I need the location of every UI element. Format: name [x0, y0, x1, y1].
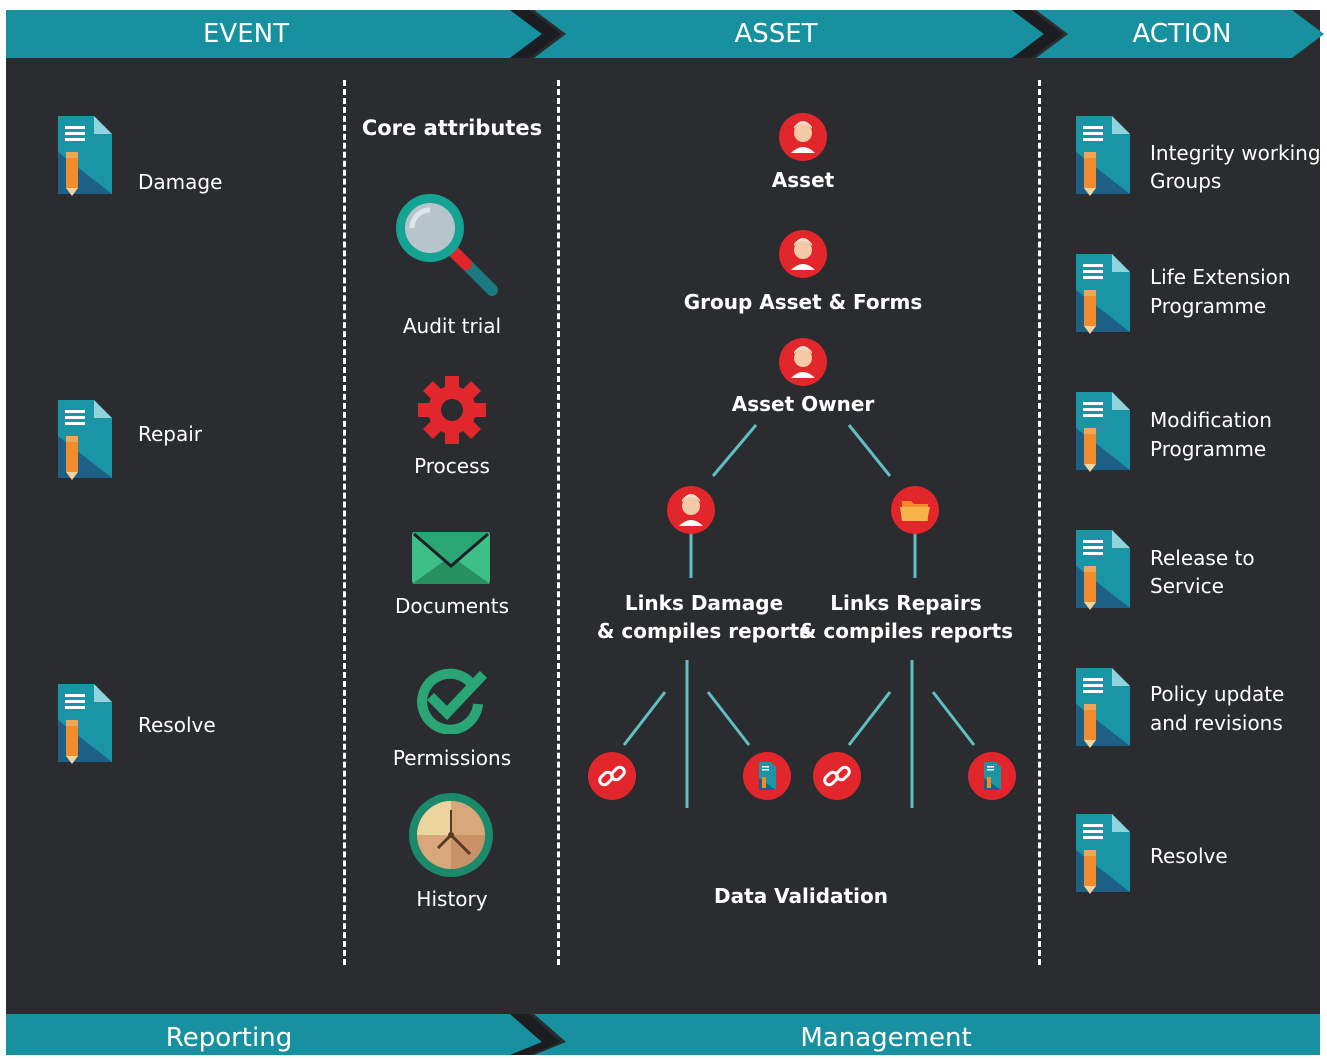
event-label: Damage [138, 170, 223, 194]
event-label: Repair [138, 422, 203, 446]
link-icon [813, 752, 861, 800]
check-circle-icon [417, 668, 488, 734]
core-item-label: Process [414, 454, 490, 478]
footer-reporting: Reporting [165, 1023, 293, 1053]
envelope-icon [412, 532, 490, 584]
action-label-line2: and revisions [1150, 711, 1283, 735]
document-pencil-icon [58, 684, 112, 764]
action-label-line2: Programme [1150, 437, 1267, 461]
links-repairs-line2: & compiles reports [798, 619, 1014, 643]
core-attributes-title: Core attributes [361, 116, 543, 140]
action-label-line1: Modification [1150, 408, 1272, 432]
header-arrows [6, 10, 1324, 58]
action-label-line1: Policy update [1150, 682, 1285, 706]
gear-icon [418, 376, 486, 444]
action-label-line1: Release to [1150, 546, 1255, 570]
action-label-line1: Integrity working [1150, 141, 1321, 165]
links-repairs-line1: Links Repairs [830, 591, 982, 615]
document-pencil-icon [1076, 814, 1130, 894]
document-pencil-icon [1076, 668, 1130, 748]
core-item-label: History [416, 887, 488, 911]
user-icon [779, 113, 827, 161]
links-damage-line2: & compiles reports [596, 619, 812, 643]
core-item-label: Audit trial [402, 314, 502, 338]
core-item-label: Permissions [392, 746, 512, 770]
footer-arrows [6, 1014, 1320, 1055]
action-label-line2: Groups [1150, 169, 1222, 193]
folder-icon [891, 486, 939, 534]
header-action: ACTION [1132, 19, 1232, 49]
data-validation-label: Data Validation [714, 884, 888, 908]
action-label-line1: Life Extension [1150, 265, 1291, 289]
asset-label: Asset [771, 168, 835, 192]
user-icon [779, 338, 827, 386]
magnifier-icon [396, 194, 498, 296]
footer-management: Management [800, 1023, 972, 1053]
document-icon [743, 752, 791, 800]
action-label-line1: Resolve [1150, 844, 1228, 868]
links-damage-line1: Links Damage [624, 591, 784, 615]
header-banner: EVENT ASSET ACTION [6, 10, 1326, 58]
divider-2 [557, 80, 560, 965]
document-pencil-icon [58, 400, 112, 480]
divider-3 [1038, 80, 1041, 965]
header-event: EVENT [203, 19, 289, 49]
clock-icon [409, 793, 493, 877]
event-label: Resolve [138, 713, 216, 737]
action-label-line2: Service [1150, 574, 1224, 598]
document-icon [968, 752, 1016, 800]
footer-banner: Reporting Management [6, 1014, 1326, 1055]
link-icon [588, 752, 636, 800]
document-pencil-icon [1076, 392, 1130, 472]
document-pencil-icon [1076, 116, 1130, 196]
header-asset: ASSET [734, 19, 818, 49]
document-pencil-icon [58, 116, 112, 196]
document-pencil-icon [1076, 254, 1130, 334]
divider-1 [343, 80, 346, 965]
document-pencil-icon [1076, 530, 1130, 610]
core-item-label: Documents [394, 594, 510, 618]
group-asset-label: Group Asset & Forms [683, 290, 923, 314]
user-icon [779, 230, 827, 278]
user-icon [667, 486, 715, 534]
action-label-line2: Programme [1150, 294, 1267, 318]
asset-owner-label: Asset Owner [731, 392, 875, 416]
